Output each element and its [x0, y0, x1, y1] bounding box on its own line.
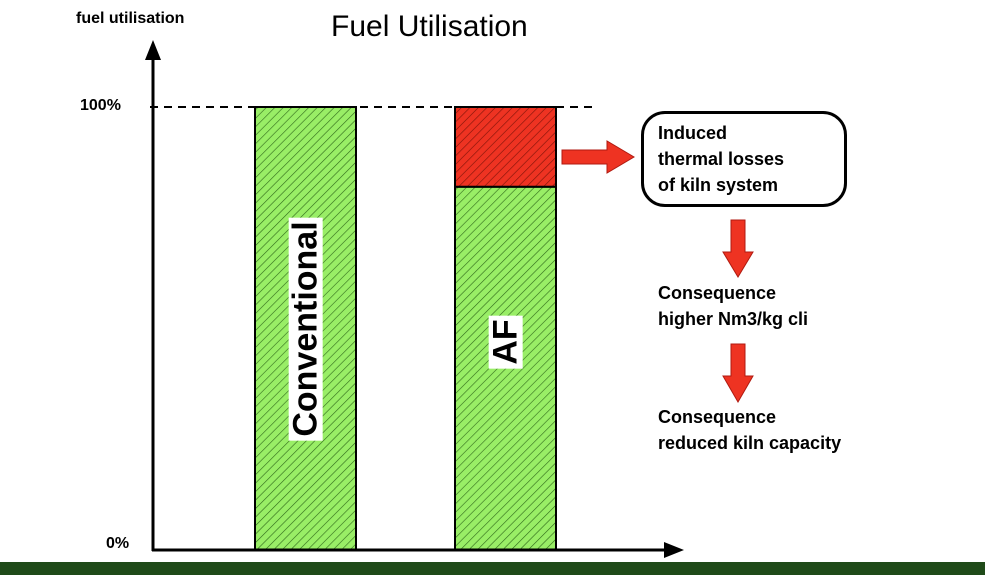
- consequence-note-1: Consequence higher Nm3/kg cli: [658, 280, 808, 332]
- consequence-line: Consequence: [658, 283, 777, 303]
- y-tick-label-100: 100%: [80, 97, 121, 114]
- bar-segment-af-0: [454, 185, 557, 552]
- arrow-right-icon: [561, 140, 635, 174]
- bar-label-wrap: AF: [455, 187, 556, 496]
- consequence-line: higher Nm3/kg cli: [658, 309, 809, 329]
- x-axis-arrowhead: [664, 542, 684, 558]
- arrow-down-icon: [722, 219, 754, 278]
- callout-box: Induced thermal losses of kiln system: [641, 111, 847, 207]
- callout-line: thermal losses: [658, 149, 785, 169]
- ground-strip: [0, 562, 985, 575]
- bar-label-conventional: Conventional: [287, 216, 325, 441]
- callout-line: of kiln system: [658, 175, 779, 195]
- y-tick-label-0: 0%: [106, 535, 130, 552]
- consequence-line: reduced kiln capacity: [658, 433, 842, 453]
- bar-label-af: AF: [486, 314, 524, 369]
- bar-segment-af-1: [454, 106, 557, 188]
- callout-line: Induced: [658, 123, 728, 143]
- y-axis-arrowhead: [145, 40, 161, 60]
- consequence-line: Consequence: [658, 407, 777, 427]
- bars-layer: [254, 106, 557, 552]
- arrow-down-icon: [722, 343, 754, 404]
- consequence-note-2: Consequence reduced kiln capacity: [658, 404, 841, 456]
- chart-title: Fuel Utilisation: [331, 10, 528, 43]
- bar-label-wrap: Conventional: [255, 107, 356, 550]
- y-axis-label: fuel utilisation: [76, 10, 185, 27]
